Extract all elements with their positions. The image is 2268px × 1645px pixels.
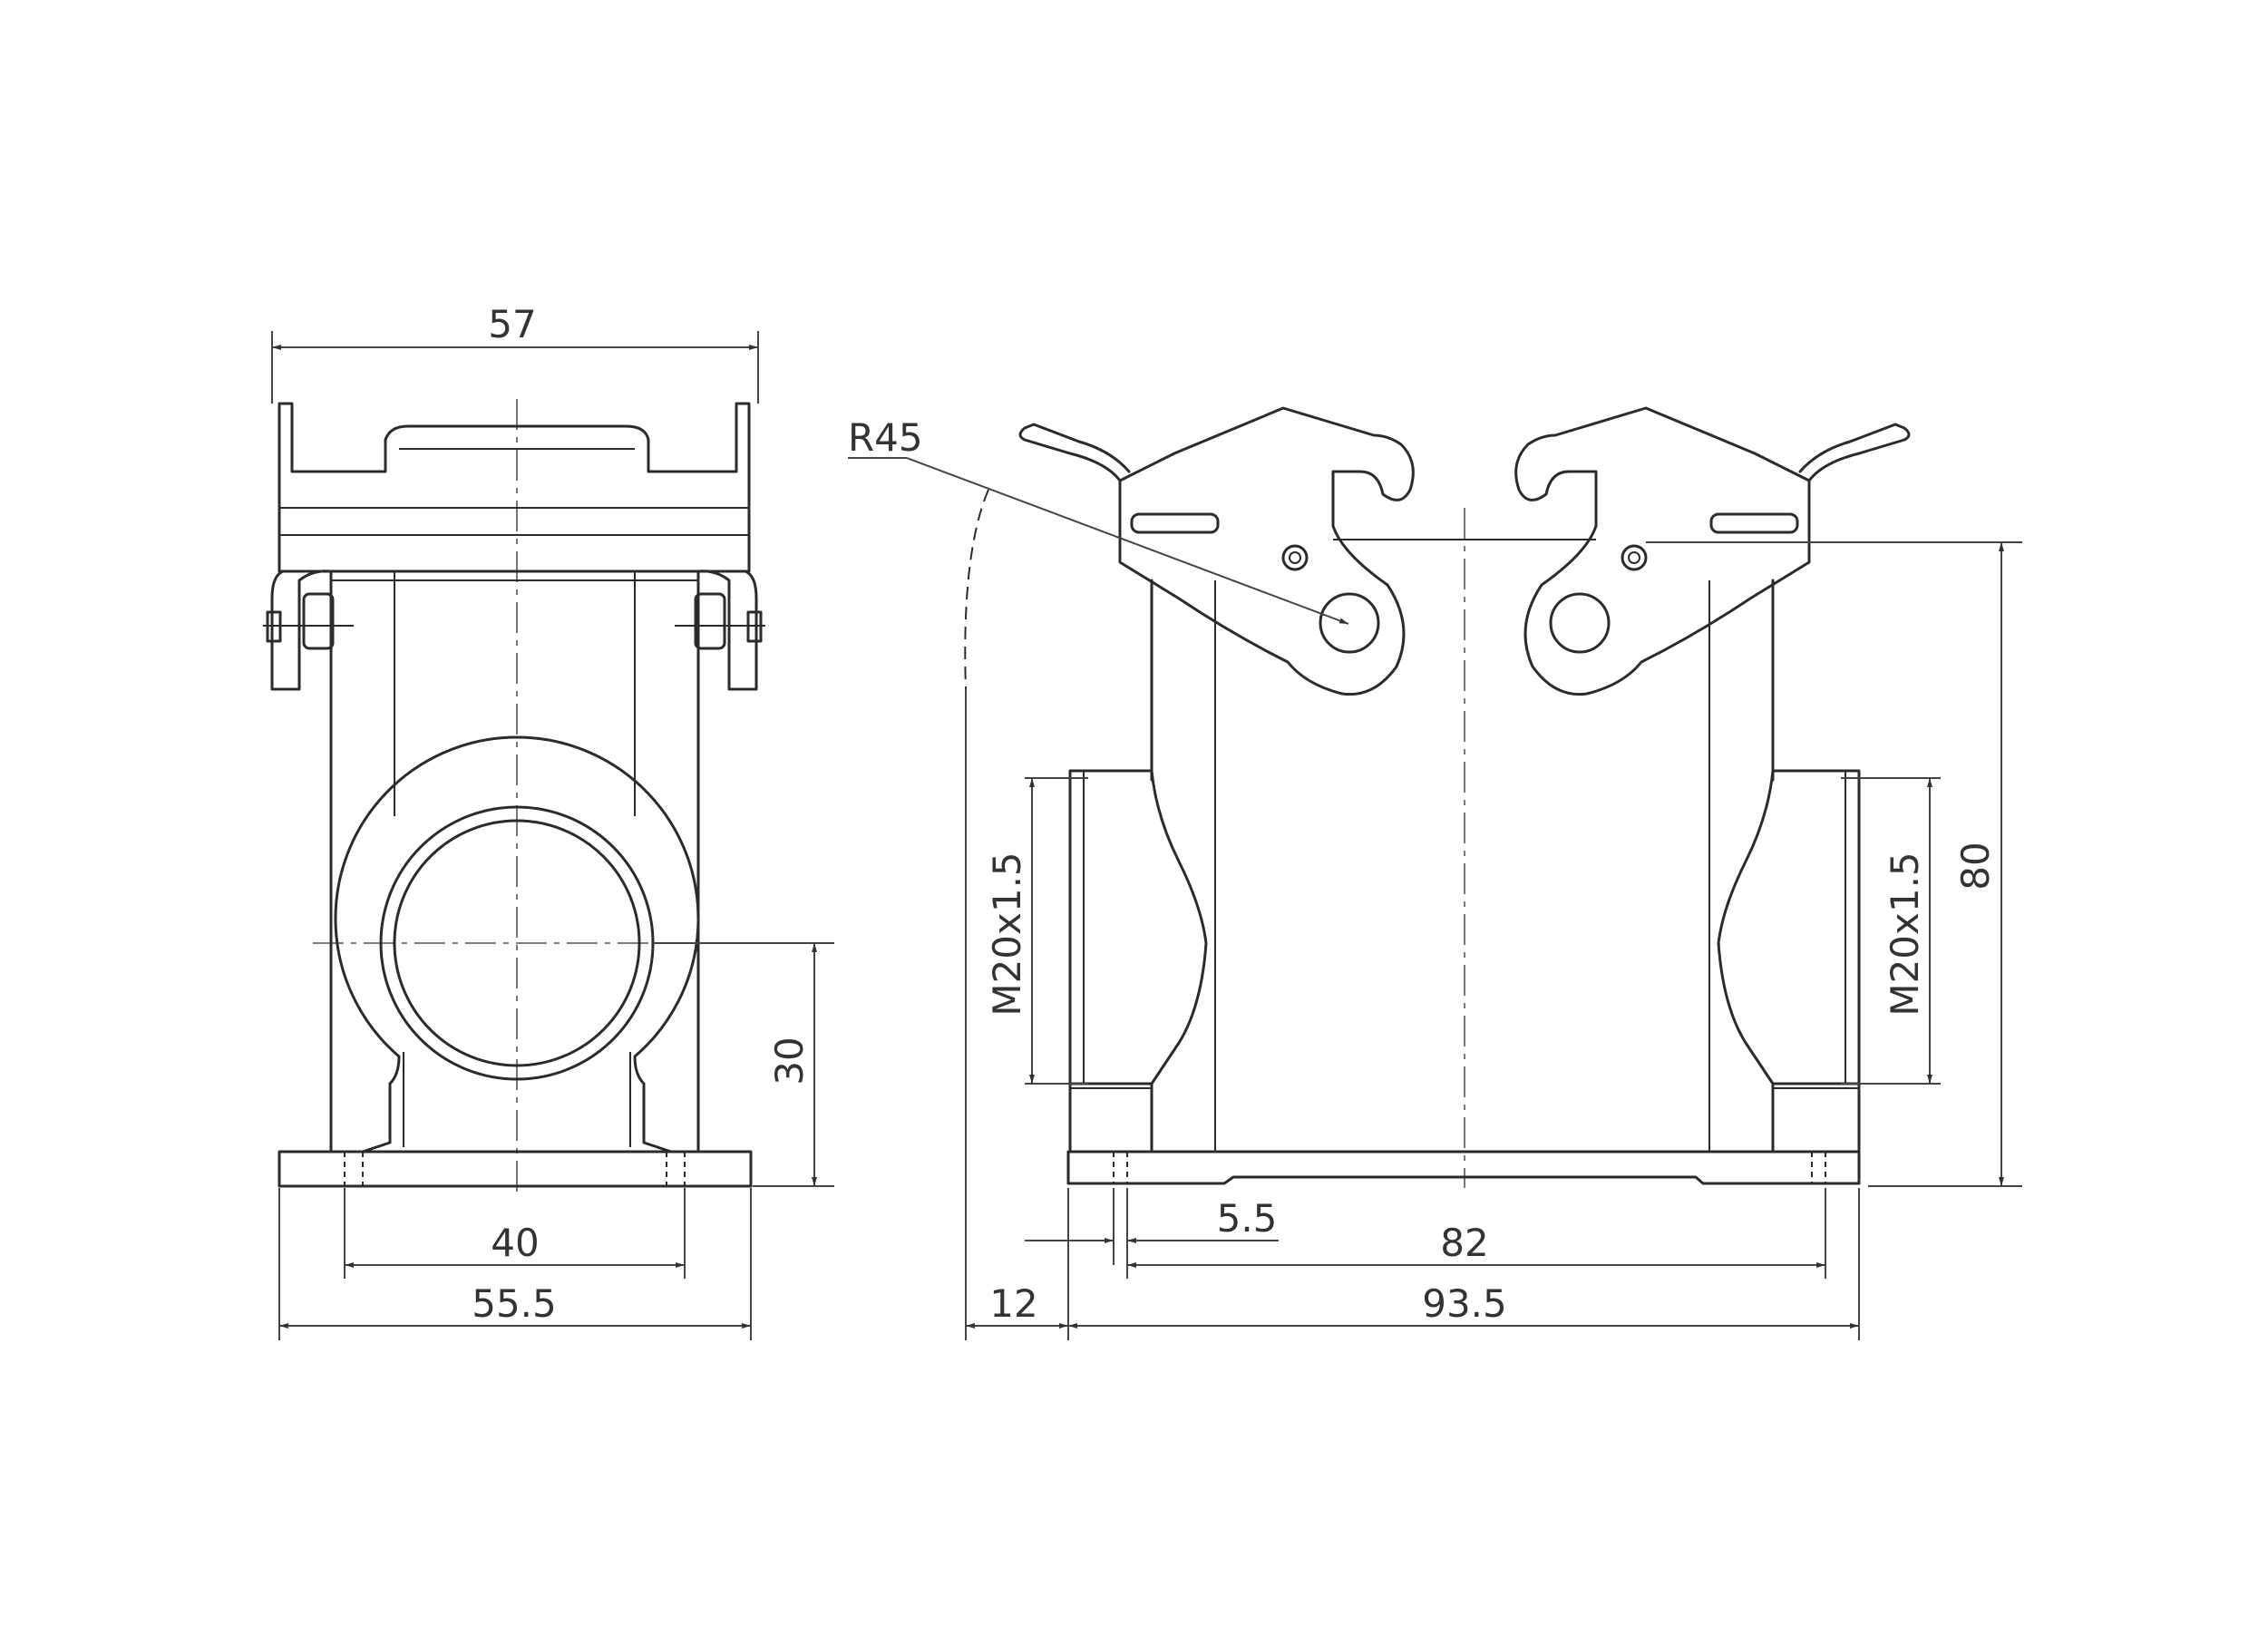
dim-radius: R45 bbox=[848, 415, 923, 460]
dim-thread-right: M20x1.5 bbox=[1883, 852, 1927, 1016]
side-base-flange bbox=[1066, 1150, 1861, 1185]
dim-entry-height: 30 bbox=[767, 1037, 812, 1085]
side-thread-boss-left bbox=[1068, 769, 1208, 1153]
side-latch-lever-right bbox=[1514, 406, 1911, 696]
side-thread-boss-right bbox=[1717, 769, 1861, 1153]
side-view: R45 M20x1.5 M20x1.5 80 5.5 82 93.5 bbox=[848, 406, 2022, 1340]
front-cable-entry bbox=[334, 735, 700, 1153]
front-latch-left bbox=[263, 569, 354, 691]
dim-hole-spacing-front: 40 bbox=[491, 1221, 539, 1265]
dim-hole-spacing-side: 82 bbox=[1440, 1221, 1488, 1265]
dim-offset: 12 bbox=[989, 1281, 1037, 1326]
dim-height: 80 bbox=[1953, 842, 1998, 890]
side-latch-lever-left bbox=[1018, 406, 1415, 696]
dim-base-width: 55.5 bbox=[472, 1281, 557, 1326]
dim-thread-left: M20x1.5 bbox=[985, 852, 1029, 1016]
front-cover bbox=[277, 402, 751, 573]
dim-width-top: 57 bbox=[488, 302, 536, 346]
dim-base-length: 93.5 bbox=[1422, 1281, 1507, 1326]
r45-arc bbox=[964, 489, 989, 690]
front-base-flange bbox=[277, 1150, 753, 1188]
front-latch-right bbox=[675, 569, 765, 691]
front-view: 57 40 55.5 30 bbox=[263, 302, 834, 1340]
dim-hole-diameter: 5.5 bbox=[1217, 1196, 1278, 1241]
